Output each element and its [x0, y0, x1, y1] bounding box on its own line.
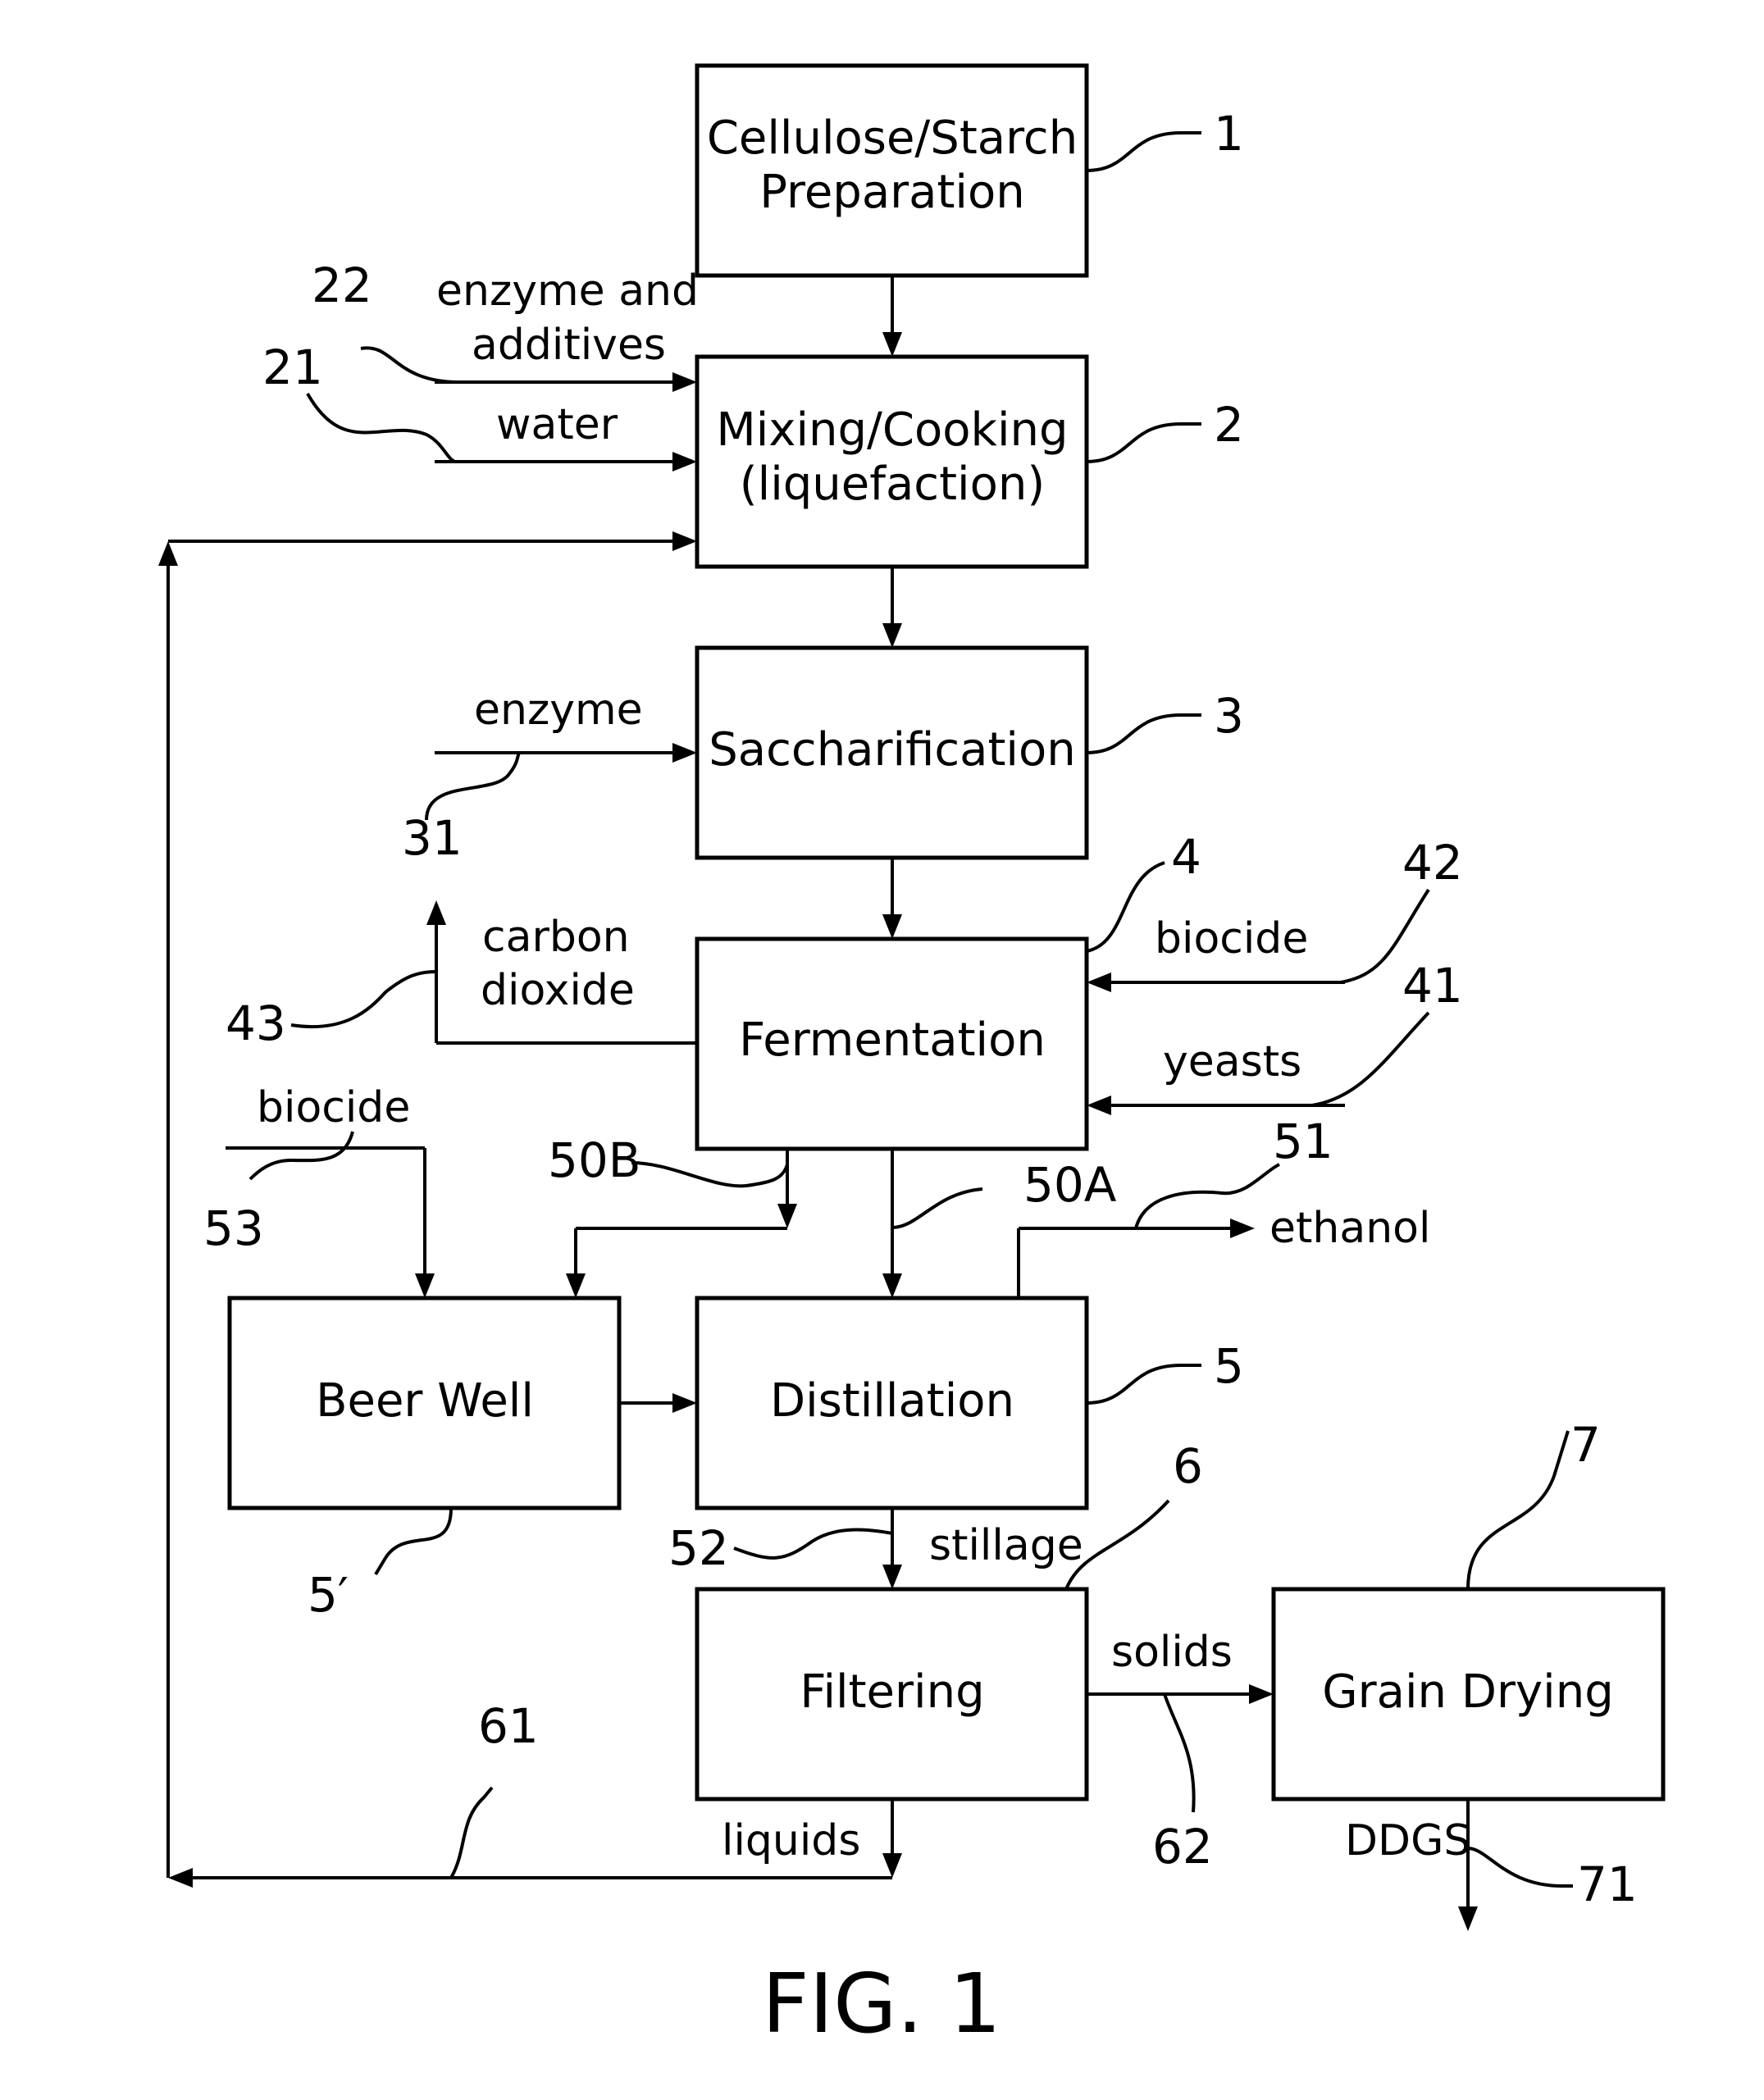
ref-7: 7 [1570, 1417, 1601, 1473]
box-mixing-cooking: Mixing/Cooking (liquefaction) [697, 357, 1087, 567]
ref-3: 3 [1214, 688, 1244, 744]
arrow-ethanol-output [1019, 1219, 1255, 1298]
ref-50b: 50B [548, 1132, 641, 1188]
ref-62: 62 [1152, 1819, 1213, 1875]
arrow-fermentation-to-distillation-50a [882, 1149, 902, 1298]
box-1-line-2: Preparation [759, 166, 1025, 219]
arrow-filtering-to-grain-drying [1087, 1684, 1274, 1704]
arrow-water-input [435, 452, 697, 471]
box-grain-drying: Grain Drying [1274, 1589, 1663, 1799]
ref-52: 52 [668, 1520, 729, 1576]
label-water: water [496, 400, 618, 449]
arrow-yeasts-to-fermentation [1087, 1096, 1345, 1115]
box-saccharification: Saccharification [697, 648, 1087, 858]
label-additives: additives [472, 321, 666, 370]
ref-21: 21 [262, 339, 323, 395]
label-ddgs: DDGS [1345, 1816, 1470, 1865]
arrow-prep-to-mixing [882, 276, 902, 357]
arrow-enzyme-input [435, 743, 697, 763]
box-distillation: Distillation [697, 1298, 1087, 1508]
arrow-enzyme-additives-input [435, 372, 697, 392]
ref-51: 51 [1273, 1114, 1333, 1169]
box-5p-label: Beer Well [316, 1374, 534, 1428]
ref-50a: 50A [1023, 1157, 1117, 1213]
label-enzyme: enzyme [474, 686, 643, 735]
ref-42: 42 [1402, 835, 1463, 891]
arrow-mixing-to-saccharification [882, 567, 902, 648]
box-1-line-1: Cellulose/Starch [707, 112, 1078, 165]
ref-53: 53 [203, 1200, 264, 1256]
ref-43: 43 [226, 995, 286, 1051]
ref-5: 5 [1214, 1338, 1244, 1394]
label-dioxide: dioxide [481, 966, 635, 1015]
box-beer-well: Beer Well [230, 1298, 619, 1508]
ref-22: 22 [312, 257, 372, 313]
label-carbon: carbon [482, 913, 630, 962]
ref-5-prime: 5′ [308, 1567, 349, 1623]
arrow-biocide-to-fermentation [1087, 973, 1345, 992]
ref-41: 41 [1402, 958, 1463, 1014]
label-stillage: stillage [929, 1521, 1083, 1570]
box-5-label: Distillation [770, 1374, 1014, 1428]
box-2-line-2: (liquefaction) [740, 458, 1045, 511]
ref-71: 71 [1577, 1856, 1638, 1912]
box-6-label: Filtering [800, 1665, 984, 1719]
box-fermentation: Fermentation [697, 939, 1087, 1149]
arrow-distillation-to-filtering [882, 1508, 902, 1589]
ref-2: 2 [1214, 397, 1244, 453]
label-yeasts: yeasts [1163, 1037, 1301, 1086]
box-filtering: Filtering [697, 1589, 1087, 1799]
label-biocide-fermentation: biocide [1155, 914, 1308, 963]
figure-caption: FIG. 1 [762, 1956, 1001, 2052]
box-3-label: Saccharification [709, 723, 1075, 777]
box-7-label: Grain Drying [1322, 1665, 1613, 1719]
ref-31: 31 [402, 810, 463, 866]
box-2-line-1: Mixing/Cooking [716, 403, 1068, 457]
ref-61: 61 [478, 1698, 539, 1754]
label-solids: solids [1111, 1628, 1233, 1677]
label-ethanol: ethanol [1269, 1204, 1430, 1253]
label-biocide-beer-well: biocide [257, 1083, 410, 1132]
box-4-label: Fermentation [739, 1014, 1046, 1067]
ref-4: 4 [1171, 829, 1201, 885]
box-cellulose-starch-preparation: Cellulose/Starch Preparation [697, 66, 1087, 276]
label-enzyme-and: enzyme and [436, 266, 699, 316]
label-liquids: liquids [722, 1816, 860, 1865]
ref-6: 6 [1173, 1438, 1203, 1494]
arrow-beer-well-to-distillation [619, 1393, 697, 1413]
ref-1: 1 [1214, 106, 1244, 162]
arrow-saccharification-to-fermentation [882, 858, 902, 939]
